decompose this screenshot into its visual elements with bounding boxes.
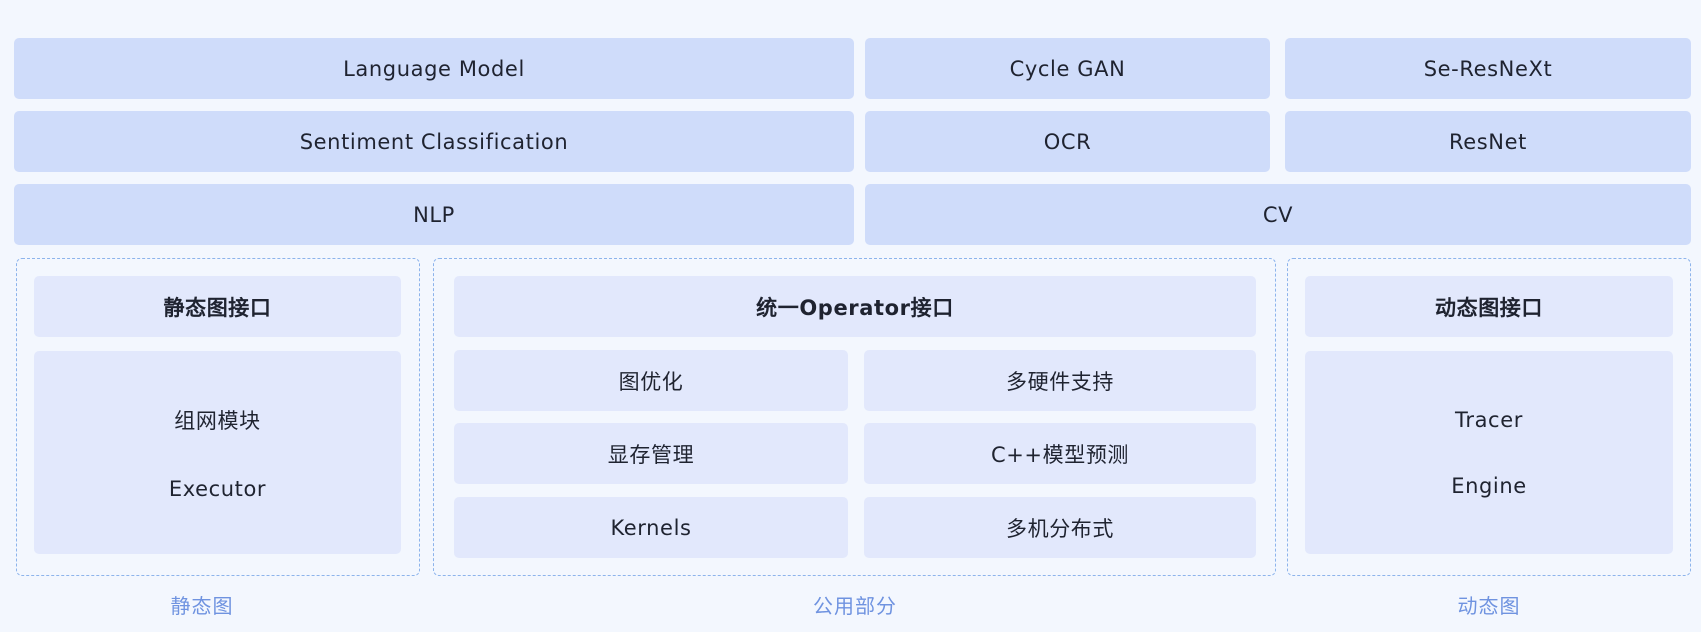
common-panel [433,258,1276,576]
domain-cv: CV [865,184,1691,245]
common-item-distributed: 多机分布式 [864,497,1256,558]
static-graph-caption: 静态图 [170,594,234,618]
common-operator-interface: 统一Operator接口 [454,276,1256,337]
static-graph-module-executor: Executor [168,476,267,501]
common-caption: 公用部分 [813,594,897,618]
dynamic-graph-interface: 动态图接口 [1305,276,1673,337]
model-se-resnext: Se-ResNeXt [1285,38,1691,99]
common-item-graph-optimization: 图优化 [454,350,848,411]
dynamic-graph-module-tracer: Tracer [1455,407,1523,432]
static-graph-module-networking: 组网模块 [174,408,261,433]
model-language-model: Language Model [14,38,854,99]
common-item-kernels: Kernels [454,497,848,558]
model-ocr: OCR [865,111,1270,172]
model-cycle-gan: Cycle GAN [865,38,1270,99]
static-graph-modules: 组网模块 Executor [34,351,401,554]
dynamic-graph-module-engine: Engine [1451,473,1527,498]
dynamic-graph-panel [1287,258,1691,576]
dynamic-graph-modules: Tracer Engine [1305,351,1673,554]
dynamic-graph-caption: 动态图 [1457,594,1521,618]
static-graph-interface: 静态图接口 [34,276,401,337]
common-item-cpp-inference: C++模型预测 [864,423,1256,484]
common-item-memory-management: 显存管理 [454,423,848,484]
domain-nlp: NLP [14,184,854,245]
model-resnet: ResNet [1285,111,1691,172]
model-sentiment-classification: Sentiment Classification [14,111,854,172]
static-graph-panel [16,258,420,576]
common-item-multi-hardware: 多硬件支持 [864,350,1256,411]
